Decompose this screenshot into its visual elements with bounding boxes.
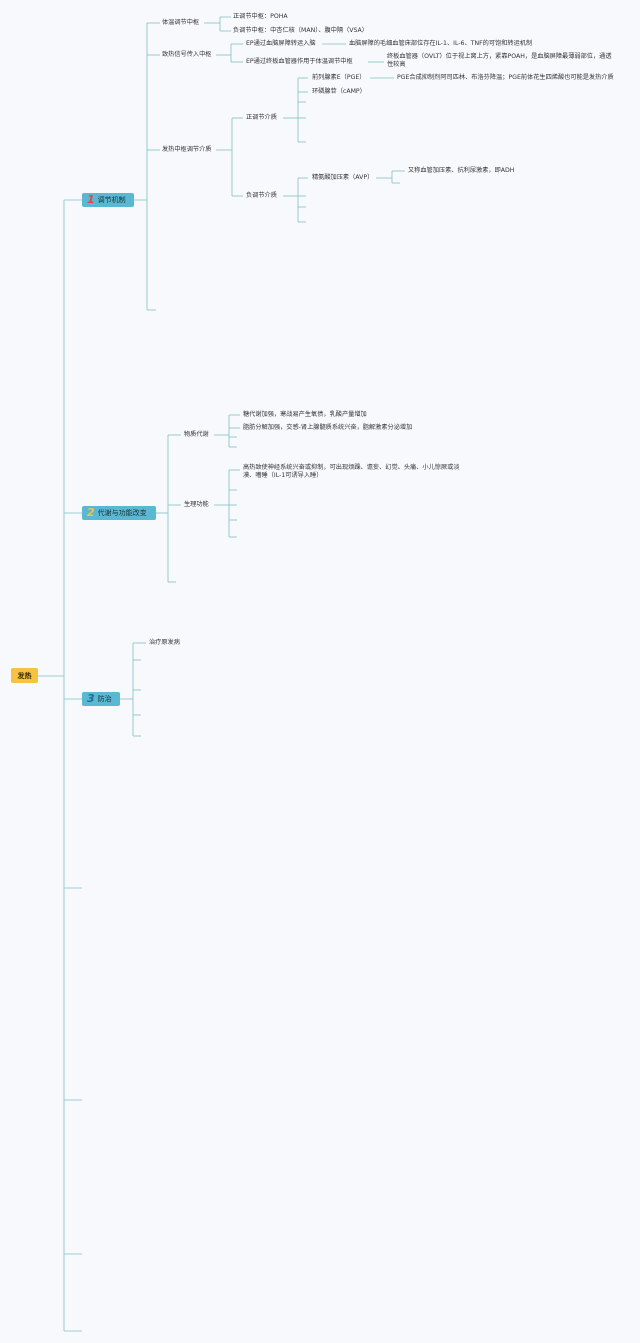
- branch-2-topic[interactable]: 2 代谢与功能改变: [82, 506, 156, 520]
- topic-ovlt-action[interactable]: EP通过终板血管器作用于体温调节中枢: [246, 58, 353, 65]
- topic-glucose-metabolism[interactable]: 糖代谢加强，寒战易产生氧债，乳酸产量增加: [243, 411, 367, 418]
- topic-negative-mediators[interactable]: 负调节介质: [246, 192, 277, 199]
- branch-1-topic[interactable]: 1 调节机制: [82, 193, 134, 207]
- branch-3-topic[interactable]: 3 防治: [82, 692, 120, 706]
- topic-treat-primary-disease[interactable]: 治疗原发病: [149, 639, 180, 646]
- root-topic[interactable]: 发热: [11, 668, 38, 683]
- topic-negative-center[interactable]: 负调节中枢：中杏仁核（MAN）、腹中隔（VSA）: [233, 27, 368, 34]
- number-badge-1: 1: [87, 193, 95, 206]
- topic-bbb-transport[interactable]: EP通过血脑屏障转运入脑: [246, 40, 316, 47]
- topic-positive-center[interactable]: 正调节中枢：POHA: [233, 13, 288, 20]
- topic-pyrogen-signal-entry[interactable]: 致热信号传入中枢: [162, 51, 212, 58]
- topic-pge[interactable]: 前列腺素E（PGE）: [312, 74, 366, 81]
- topic-positive-mediators[interactable]: 正调节介质: [246, 114, 277, 121]
- topic-thermoregulatory-center[interactable]: 体温调节中枢: [162, 19, 200, 26]
- topic-lipolysis[interactable]: 脂肪分解加强，交感-肾上腺髓质系统兴奋，脂解激素分泌增加: [243, 424, 413, 431]
- topic-camp[interactable]: 环磷腺苷（cAMP）: [312, 88, 366, 95]
- branch-3-label: 防治: [97, 695, 112, 703]
- note-avp[interactable]: 又称血管加压素、抗利尿激素，即ADH: [408, 167, 515, 174]
- topic-central-mediators[interactable]: 发热中枢调节介质: [162, 146, 212, 153]
- topic-avp[interactable]: 精氨酸加压素（AVP）: [312, 174, 374, 181]
- branch-2-label: 代谢与功能改变: [97, 509, 147, 517]
- number-badge-2: 2: [87, 506, 95, 519]
- note-bbb-transport[interactable]: 血脑屏障的毛细血管床部位存在IL-1、IL-6、TNF的可饱和转运机制: [349, 40, 533, 47]
- note-ovlt[interactable]: 终板血管器（OVLT）位于视上窝上方，紧靠POAH，是血脑屏障最薄弱部位，通透性…: [387, 53, 612, 68]
- topic-metabolism[interactable]: 物质代谢: [184, 431, 209, 438]
- number-badge-3: 3: [87, 692, 95, 705]
- note-pge[interactable]: PGE合成抑制剂阿司匹林、布洛芬降温；PGE前体花生四烯酸也可能是发热介质: [397, 74, 614, 81]
- branch-1-label: 调节机制: [97, 196, 126, 204]
- topic-physiological-function[interactable]: 生理功能: [184, 501, 209, 508]
- topic-nervous-system[interactable]: 高热致使神经系统兴奋或抑制，可出现烦躁、谵妄、幻觉、头痛、小儿惊厥或淡漠、嗜睡（…: [243, 464, 460, 479]
